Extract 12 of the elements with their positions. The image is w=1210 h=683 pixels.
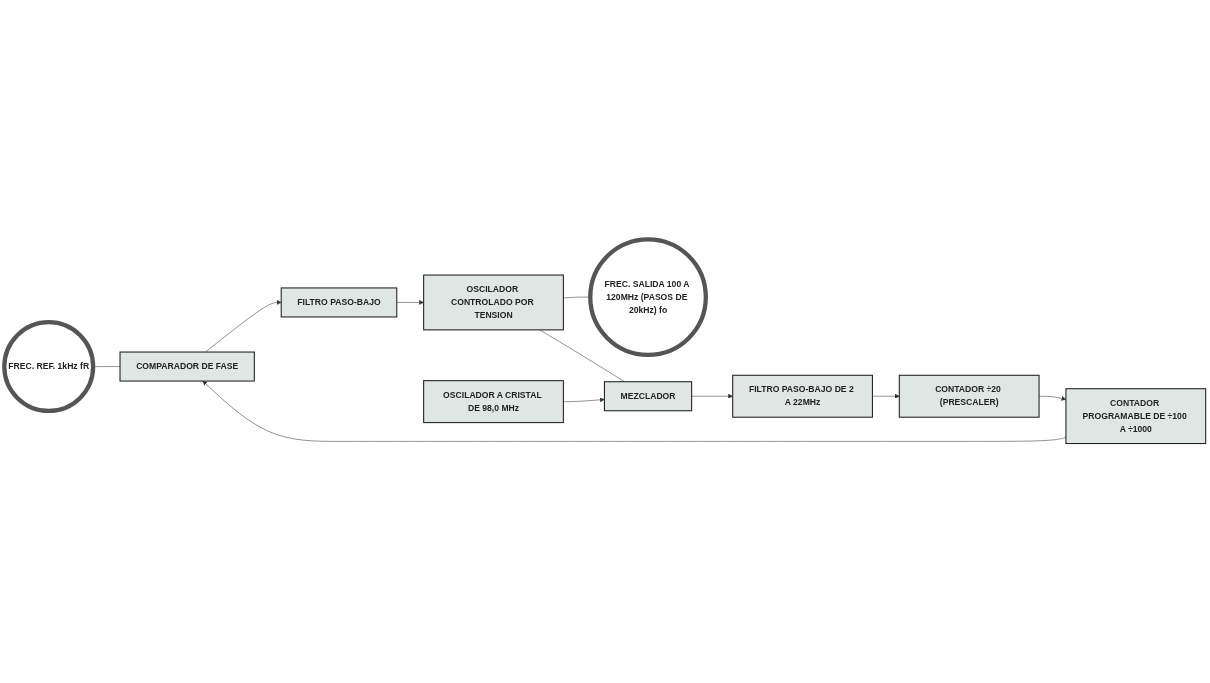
node-box: MEZCLADOR [603,381,693,412]
node-circle: FREC. SALIDA 100 A 120MHz (PASOS DE 20kHz) fo [588,237,708,358]
node-box: CONTADOR PROGRAMABLE DE ÷100 A ÷1000 [1065,388,1207,445]
node-box: OSCILADOR CONTROLADO POR TENSION [423,274,564,331]
node-circle: FREC. REF. 1kHz fR [2,320,96,414]
node-box: FILTRO PASO-BAJO [280,287,398,318]
node-box: COMPARADOR DE FASE [119,351,255,382]
node-box: CONTADOR ÷20 (PRESCALER) [898,374,1040,418]
connector [92,366,121,367]
node-box: FILTRO PASO-BAJO DE 2 A 22MHz [732,374,873,418]
node-box: OSCILADOR A CRISTAL DE 98,0 MHz [423,380,564,424]
connector [539,329,625,383]
